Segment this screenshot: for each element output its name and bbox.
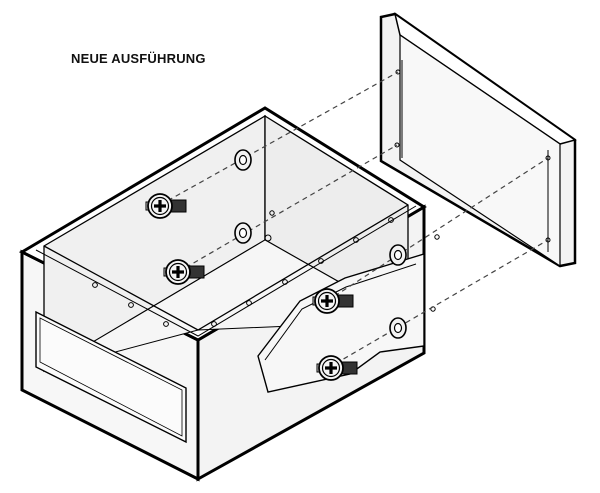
front-window-cutout (35, 310, 187, 444)
washer (389, 317, 407, 339)
assembly-guide-lines (159, 71, 549, 369)
diagram-caption: NEUE AUSFÜHRUNG (71, 51, 206, 66)
washer (389, 244, 407, 266)
side-holes (430, 234, 440, 312)
washer (234, 222, 252, 244)
side-panel-cover (379, 12, 577, 268)
washer (234, 149, 252, 171)
